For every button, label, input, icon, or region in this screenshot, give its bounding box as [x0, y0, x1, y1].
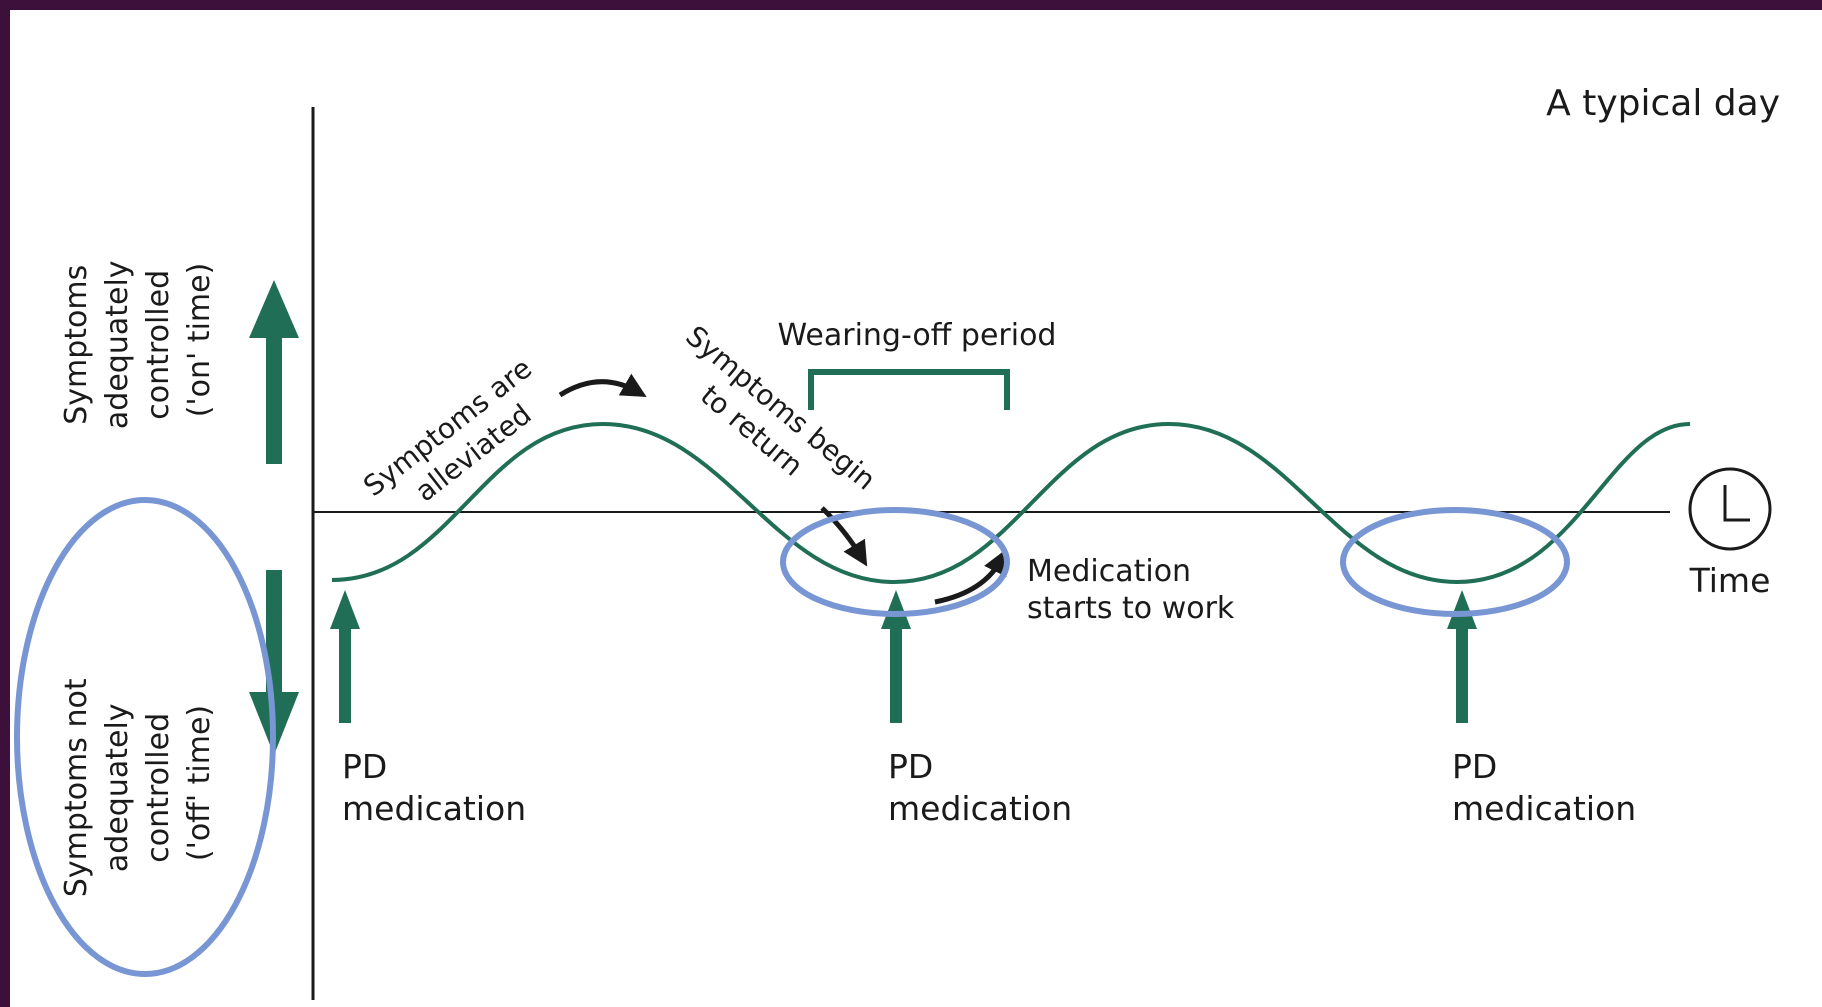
dose-label-2: PD medication	[888, 747, 1072, 828]
dose-1-line-1: PD	[342, 747, 387, 786]
off-time-label: Symptoms not adequately controlled ('off…	[59, 669, 217, 897]
clock-icon	[1688, 467, 1772, 551]
on-label-line-1: Symptoms	[59, 265, 94, 425]
dose-label-1: PD medication	[342, 747, 526, 828]
wearing-off-diagram: A typical day Time Symptoms adequately c…	[14, 83, 1780, 1000]
dose-3-line-1: PD	[1452, 747, 1497, 786]
symptom-curve	[331, 421, 1691, 585]
medication-works-line-1: Medication	[1027, 554, 1191, 589]
on-label-line-3: controlled	[141, 270, 176, 420]
dose-arrow-2-icon	[881, 590, 911, 723]
alleviated-label: Symptoms are alleviated	[357, 346, 567, 531]
wearing-off-label: Wearing-off period	[778, 318, 1057, 353]
off-time-highlight	[14, 497, 276, 977]
off-label-line-3: controlled	[141, 713, 176, 863]
dose-arrow-3-icon	[1447, 590, 1477, 723]
on-time-arrow-icon	[249, 280, 299, 464]
on-label-line-4: ('on' time)	[182, 263, 217, 418]
return-arrow-icon	[820, 506, 868, 567]
dose-2-line-1: PD	[888, 747, 933, 786]
trough-highlight-2	[1340, 507, 1570, 617]
dose-label-3: PD medication	[1452, 747, 1636, 828]
diagram-title: A typical day	[1546, 83, 1780, 124]
x-axis-label: Time	[1689, 561, 1771, 600]
wearing-off-bracket	[808, 369, 1010, 410]
dose-arrow-1-icon	[330, 590, 360, 723]
dose-1-line-2: medication	[342, 789, 526, 828]
off-label-line-1: Symptoms not	[59, 678, 94, 897]
off-label-line-4: ('off' time)	[182, 705, 217, 861]
medication-works-label: Medication starts to work	[1027, 554, 1235, 626]
on-time-label: Symptoms adequately controlled ('on' tim…	[59, 251, 217, 429]
on-label-line-2: adequately	[100, 260, 135, 429]
dose-3-line-2: medication	[1452, 789, 1636, 828]
trough-highlight-1	[780, 507, 1010, 617]
dose-2-line-2: medication	[888, 789, 1072, 828]
alleviated-arrow-icon	[558, 373, 647, 398]
medication-works-arrow-icon	[934, 549, 1007, 605]
diagram-frame: A typical day Time Symptoms adequately c…	[10, 10, 1822, 1007]
medication-works-line-2: starts to work	[1027, 591, 1235, 626]
off-label-line-2: adequately	[100, 703, 135, 872]
